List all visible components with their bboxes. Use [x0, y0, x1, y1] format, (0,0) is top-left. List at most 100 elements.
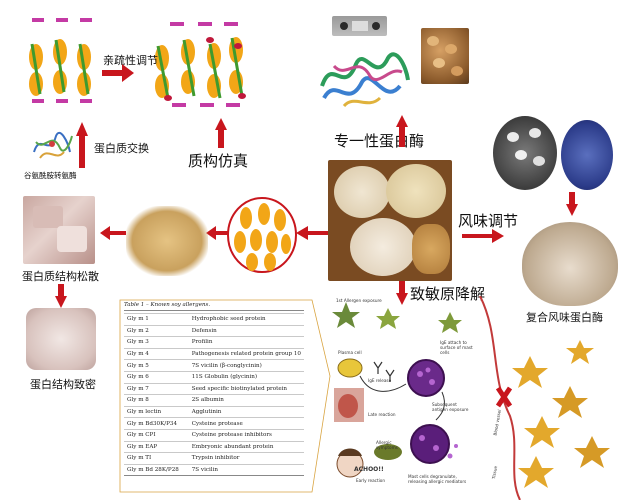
- purple-bar: [56, 18, 68, 22]
- allergen-star: [552, 386, 588, 418]
- purple-bar: [224, 22, 238, 26]
- protein-structure-dense-label: 蛋白结构致密: [30, 378, 96, 391]
- affinity-regulation-label: 亲疏性调节: [103, 54, 158, 67]
- mast-cell: [407, 359, 445, 397]
- left-arrow: [296, 226, 328, 240]
- left-molecule-group: [29, 18, 92, 103]
- allergen-code-cell: Gly m Bd30K/P34: [124, 417, 189, 430]
- right-arrow: [462, 229, 504, 243]
- allergen-description-cell: Agglutinin: [188, 405, 304, 418]
- green-chain: [30, 43, 42, 95]
- purple-bar: [80, 99, 92, 103]
- purple-bar: [172, 103, 186, 107]
- compound-flavor-protease-label: 复合风味蛋白酶: [526, 311, 603, 324]
- purple-bar: [80, 18, 92, 22]
- allergen-code-cell: Gly m CPI: [124, 428, 189, 442]
- allergen-description-cell: Defensin: [188, 324, 304, 337]
- enzyme-structure-image: [33, 131, 73, 159]
- up-arrow: [215, 118, 227, 148]
- allergen-description-cell: 11S Globulin (glycinin): [188, 370, 304, 384]
- down-arrow: [55, 284, 67, 308]
- plasma-cell: [337, 358, 363, 378]
- flavor-regulation-label: 风味调节: [458, 212, 519, 230]
- protein-structure-loose-label: 蛋白质结构松散: [22, 270, 99, 283]
- green-chain: [182, 39, 196, 97]
- allergen-description-cell: Trypsin inhibitor: [188, 452, 304, 465]
- electrophoresis-gel-image: [332, 16, 387, 36]
- textured-protein-granules-photo: [126, 206, 208, 276]
- allergen-star: [518, 456, 554, 488]
- allergen-code-cell: Gly m 8: [124, 394, 189, 407]
- mech-subsequent-exposure: Subsequent antigen exposure: [432, 402, 469, 412]
- allergen-description-cell: 7S vicilin (β-conglycinin): [188, 359, 304, 372]
- red-cap: [234, 43, 242, 49]
- enzyme-name-label: 谷氨酰胺转氨酶: [24, 171, 77, 180]
- allergen-code-cell: Gly m 5: [124, 359, 189, 372]
- flavor-protease-powder-photo: [522, 222, 618, 306]
- purple-bar: [198, 22, 212, 26]
- allergen-description-cell: Cysteine protease: [188, 417, 304, 430]
- allergen-code-cell: Gly m 3: [124, 336, 189, 349]
- allergen-code-cell: Gly m EAP: [124, 440, 189, 453]
- allergen-star: [566, 340, 594, 364]
- green-chain: [230, 37, 244, 97]
- down-arrow: [396, 281, 408, 305]
- soy-materials-photo: [328, 160, 452, 281]
- allergy-mechanism-diagram: [332, 296, 610, 500]
- mech-allergic-symptoms: Allergic symptoms: [376, 440, 398, 450]
- allergen-star: [376, 308, 400, 329]
- purple-bar: [170, 22, 184, 26]
- allergen-code-cell: Gly m 1: [124, 313, 189, 326]
- up-arrow: [396, 115, 408, 147]
- allergen-description-cell: Pathogenesis related protein group 10: [188, 347, 304, 360]
- purple-bar: [226, 103, 240, 107]
- allergen-description-cell: Seed specific biotinylated protein: [188, 382, 304, 395]
- mast-cell-degranulating: [410, 424, 450, 464]
- red-cap: [206, 37, 214, 43]
- right-arrow: [102, 64, 134, 82]
- protease-structure-image: [320, 52, 410, 108]
- allergen-table-caption: Table 1 – Known soy allergens.: [124, 302, 304, 311]
- texture-simulation-label: 质构仿真: [188, 152, 249, 170]
- purple-bar: [32, 99, 44, 103]
- up-arrow: [76, 122, 88, 168]
- mech-plasma-cell: Plasma cell: [338, 350, 362, 355]
- allergen-star: [332, 302, 360, 328]
- blood-vessel: [479, 296, 521, 500]
- mech-achoo: ACHOO!!: [354, 466, 384, 473]
- green-chain: [78, 43, 90, 95]
- green-chain: [54, 39, 66, 93]
- mech-ige-attach: IgE attach to surface of mast cells: [440, 340, 473, 355]
- allergen-description-cell: Cysteine protease inhibitors: [188, 428, 304, 442]
- green-chain: [208, 43, 222, 99]
- right-molecule-group: [155, 22, 246, 107]
- mech-ige-release: IgE release: [368, 378, 392, 383]
- allergen-star: [524, 416, 560, 448]
- allergen-code-cell: Gly m 2: [124, 324, 189, 337]
- allergen-code-cell: Gly m 7: [124, 382, 189, 395]
- mech-first-exposure: 1st Allergen exposure: [336, 298, 382, 303]
- allergen-star: [512, 356, 548, 388]
- purple-bar: [56, 99, 68, 103]
- allergic-symptoms-blob: [374, 444, 402, 460]
- allergen-description-cell: Hydrophobic seed protein: [188, 313, 304, 326]
- protein-exchange-label: 蛋白质交换: [94, 142, 149, 155]
- allergen-star: [438, 312, 462, 333]
- red-cap: [164, 95, 172, 101]
- down-arrow: [566, 192, 578, 216]
- green-chain: [156, 45, 170, 99]
